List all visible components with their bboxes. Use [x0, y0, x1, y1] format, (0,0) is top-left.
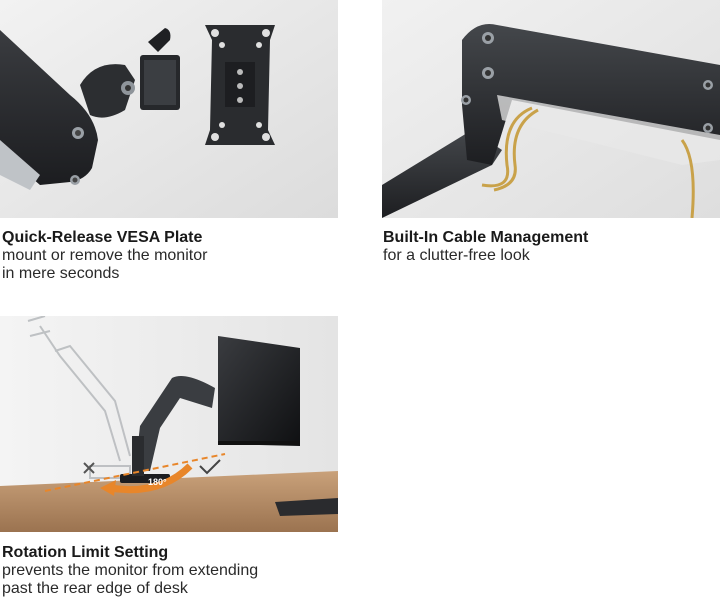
vesa-plate-image [0, 0, 338, 218]
feature-caption-rotation: Rotation Limit Setting prevents the moni… [2, 543, 258, 598]
feature-title: Built-In Cable Management [383, 229, 589, 246]
feature-description: for a clutter-free look [383, 247, 530, 264]
feature-caption-vesa: Quick-Release VESA Plate mount or remove… [2, 228, 207, 283]
rotation-limit-image: 180° [0, 316, 338, 532]
rotation-angle-badge: 180° [148, 477, 167, 487]
cable-management-image [382, 0, 720, 218]
feature-caption-cable: Built-In Cable Management for a clutter-… [383, 228, 588, 265]
feature-title: Rotation Limit Setting [2, 544, 169, 561]
feature-title: Quick-Release VESA Plate [2, 229, 203, 246]
feature-description: prevents the monitor from extending past… [2, 562, 259, 597]
feature-description: mount or remove the monitor in mere seco… [2, 247, 208, 282]
